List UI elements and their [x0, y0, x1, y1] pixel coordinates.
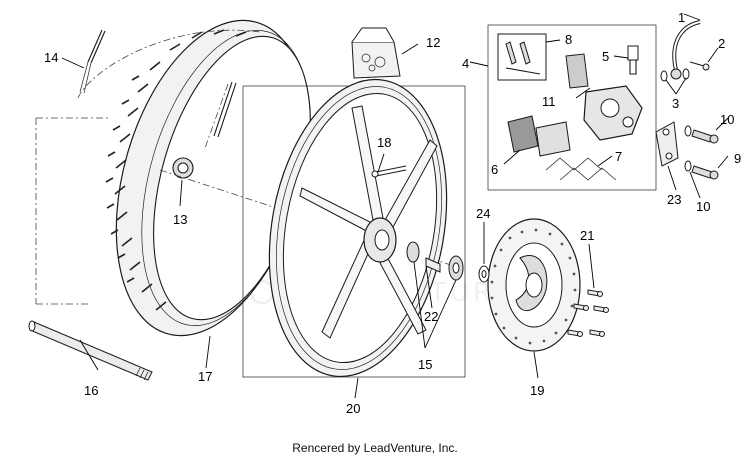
- callout-23: 23: [667, 192, 681, 207]
- callout-4: 4: [462, 56, 469, 71]
- callout-13: 13: [173, 212, 187, 227]
- caliper-bolts: [684, 125, 719, 180]
- assembly-axis: [35, 117, 461, 305]
- callout-20: 20: [346, 401, 360, 416]
- callout-12: 12: [426, 35, 440, 50]
- callout-11: 11: [542, 94, 556, 109]
- axle: [28, 320, 153, 381]
- callout-labels: 1 2 3 4 5 6 7 8 9 10 10 11 12 13 14 15 1…: [44, 10, 741, 416]
- disc-bolts: [567, 289, 609, 337]
- wheel-spacers: [406, 241, 464, 281]
- brake-pad-kit: [497, 33, 547, 81]
- callout-14: 14: [44, 50, 58, 65]
- callout-18: 18: [377, 135, 391, 150]
- caliper-group-box: [487, 24, 657, 191]
- brake-disc: [487, 218, 581, 352]
- callout-2: 2: [718, 36, 725, 51]
- sealing-washers: [660, 68, 690, 82]
- callout-10a: 10: [720, 112, 734, 127]
- speedometer-drive: [172, 157, 194, 179]
- callout-22: 22: [424, 309, 438, 324]
- callout-9: 9: [734, 151, 741, 166]
- banjo-bolt: [689, 61, 710, 71]
- callout-5: 5: [602, 49, 609, 64]
- caliper-bracket: [655, 121, 679, 167]
- hardware-kit-bag: [351, 27, 401, 79]
- brake-caliper: [583, 85, 643, 141]
- leader-lines: [61, 13, 729, 399]
- bleed-valve: [627, 45, 639, 75]
- callout-8: 8: [565, 32, 572, 47]
- brake-pad-shim: [565, 53, 589, 89]
- pad-springs: [545, 157, 617, 181]
- wheel-rim: [268, 78, 448, 378]
- callout-17: 17: [198, 369, 212, 384]
- callout-24: 24: [476, 206, 490, 221]
- washer: [478, 265, 490, 283]
- callout-19: 19: [530, 383, 544, 398]
- footer-credit: Rencered by LeadVenture, Inc.: [292, 441, 458, 455]
- brake-hose: [670, 20, 701, 80]
- callout-16: 16: [84, 383, 98, 398]
- callout-15a: 15: [418, 357, 432, 372]
- callout-1: 1: [678, 10, 685, 25]
- callout-21: 21: [580, 228, 594, 243]
- speedometer-cable: [77, 29, 261, 149]
- callout-6: 6: [491, 162, 498, 177]
- callout-10b: 10: [696, 199, 710, 214]
- callout-7: 7: [615, 149, 622, 164]
- callout-3: 3: [672, 96, 679, 111]
- brake-pads: [507, 115, 571, 157]
